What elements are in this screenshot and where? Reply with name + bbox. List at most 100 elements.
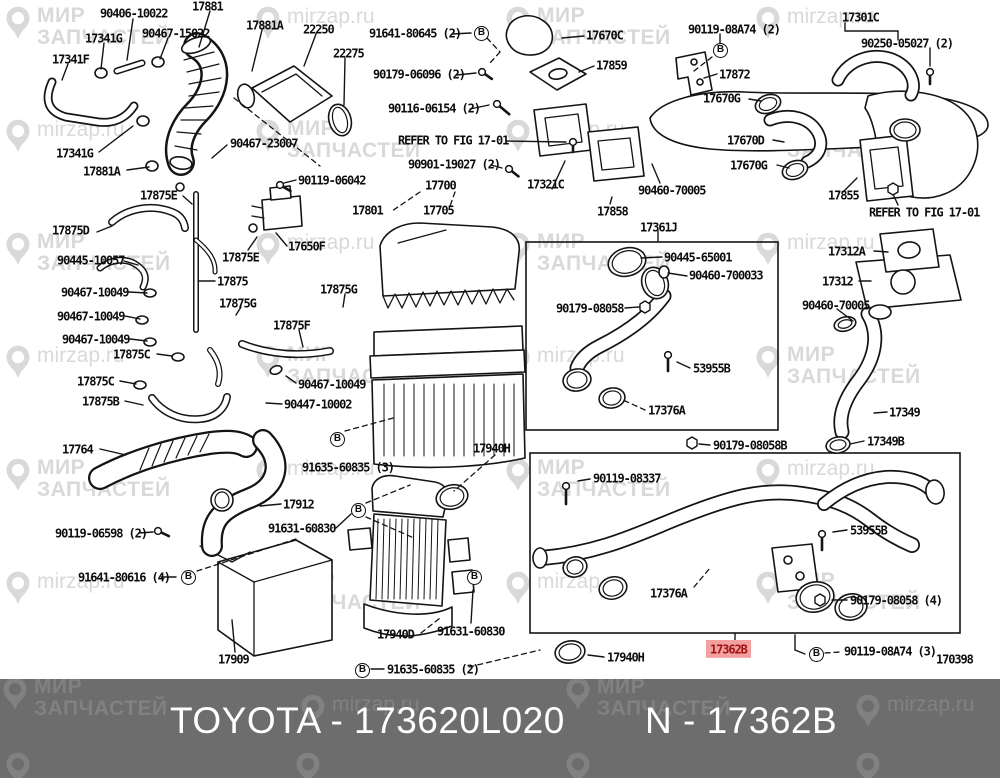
part-label: 17341G (56, 145, 94, 161)
fastener-group-marker: B (474, 26, 489, 41)
watermark (565, 751, 591, 778)
map-pin-icon (856, 694, 880, 727)
part-label: 91641-80616 (4) (78, 569, 171, 585)
part-label: 17875G (219, 295, 257, 311)
part-label: 17940H (607, 649, 645, 665)
part-label: 17341F (52, 51, 90, 67)
part-label: 17875E (222, 249, 260, 265)
part-label: 90467-15022 (142, 25, 210, 41)
part-label: 17376A (648, 402, 686, 418)
part-label: 17912 (283, 496, 315, 512)
part-label: 17858 (597, 203, 629, 219)
part-label: 91631-60830 (268, 520, 336, 536)
part-label: 17881A (246, 17, 284, 33)
part-label: REFER TO FIG 17-01 (869, 204, 980, 220)
part-label: 17801 (352, 202, 384, 218)
map-pin-icon (566, 752, 590, 778)
part-label: 17875E (140, 187, 178, 203)
part-label: 17872 (719, 66, 751, 82)
fastener-group-marker: B (467, 570, 482, 585)
part-label: 90467-10049 (62, 331, 130, 347)
map-pin-icon (3, 679, 27, 710)
part-label: REFER TO FIG 17-01 (398, 132, 509, 148)
part-label: 17376A (650, 585, 688, 601)
part-label: 90460-700033 (689, 267, 764, 283)
part-label: 17321C (527, 176, 565, 192)
part-label: 17875C (113, 346, 151, 362)
part-label: 90179-06096 (2) (373, 66, 466, 82)
part-label: 17361J (640, 219, 678, 235)
map-pin-icon (856, 752, 880, 778)
part-label: 17700 (425, 177, 457, 193)
part-label: 91635-60835 (3) (302, 459, 395, 475)
part-label: 17349 (889, 404, 921, 420)
part-label: 17909 (218, 651, 250, 667)
watermark (295, 751, 321, 778)
part-label: 91631-60830 (437, 623, 505, 639)
part-label: 90460-70005 (802, 297, 870, 313)
watermark (855, 751, 881, 778)
part-label: 90119-08A74 (2) (688, 21, 781, 37)
part-label: 22275 (333, 45, 365, 61)
part-label: 90901-19027 (2) (408, 156, 501, 172)
part-label: 90119-08A74 (3) (844, 643, 937, 659)
fastener-group-marker: B (713, 43, 728, 58)
part-label: 91635-60835 (2) (387, 661, 480, 677)
part-label: 90467-10049 (57, 308, 125, 324)
part-label: 17705 (423, 202, 455, 218)
part-label: 17875D (52, 222, 90, 238)
map-pin-icon (566, 679, 590, 710)
part-label: 17875C (77, 373, 115, 389)
watermark: mirzap.ru (855, 693, 975, 727)
part-label: 22250 (303, 21, 335, 37)
part-label: 17670D (727, 132, 765, 148)
fastener-group-marker: B (355, 663, 370, 678)
fastener-group-marker: B (330, 432, 345, 447)
part-label: 90445-10057 (57, 252, 125, 268)
selected-part-label: 17362B (706, 640, 751, 658)
part-label: 90119-08337 (593, 470, 661, 486)
part-label: 17312 (822, 273, 854, 289)
part-label: 17764 (62, 441, 94, 457)
fastener-group-marker: B (351, 503, 366, 518)
part-label: 17670G (730, 157, 768, 173)
part-label: 90447-10002 (284, 396, 352, 412)
banner-callout-code: N - 17362B (645, 700, 838, 741)
map-pin-icon (6, 752, 30, 778)
part-label: 53955B (850, 522, 888, 538)
part-label: 17875F (273, 317, 311, 333)
part-label: 90460-70005 (638, 182, 706, 198)
part-label: 17670G (703, 90, 741, 106)
part-label: 17875 (217, 273, 249, 289)
part-label: 90467-10049 (298, 376, 366, 392)
part-label: 17312A (828, 243, 866, 259)
part-label: 90467-23007 (230, 135, 298, 151)
fastener-group-marker: B (809, 647, 824, 662)
part-label: 17349B (867, 433, 905, 449)
part-label: 17855 (828, 187, 860, 203)
part-label: 90250-05027 (2) (861, 35, 954, 51)
part-label: 90179-08058 (4) (850, 592, 943, 608)
part-label: 90179-08058B (713, 437, 788, 453)
part-label: 90467-10049 (61, 284, 129, 300)
part-label: 17881A (83, 163, 121, 179)
part-label: 170398 (936, 651, 974, 667)
part-label: 90179-08058 (556, 300, 624, 316)
part-label: 17875B (82, 393, 120, 409)
watermark (5, 751, 31, 778)
part-label: 17940D (377, 626, 415, 642)
fastener-group-marker: B (181, 570, 196, 585)
part-label: 90445-65001 (664, 249, 732, 265)
part-label: 90406-10022 (100, 5, 168, 21)
part-label: 91641-80645 (2) (369, 25, 462, 41)
part-label: 90119-06598 (2) (55, 525, 148, 541)
map-pin-icon (296, 752, 320, 778)
part-label: 17875G (320, 281, 358, 297)
part-label: 17859 (596, 57, 628, 73)
part-label: 17670C (586, 27, 624, 43)
part-label: 90116-06154 (2) (388, 100, 481, 116)
